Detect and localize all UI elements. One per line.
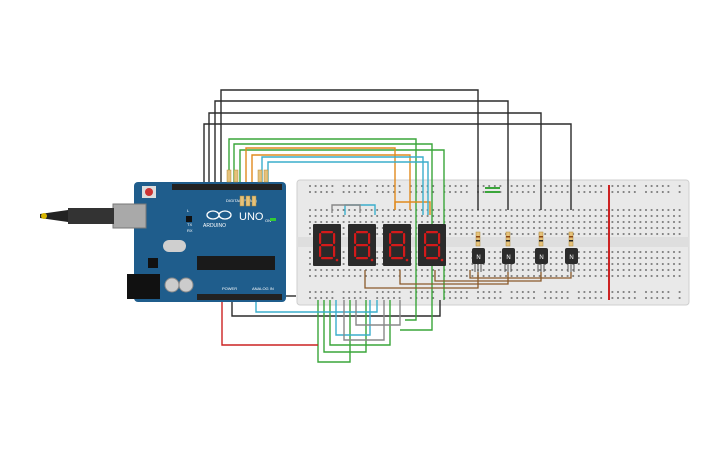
transistor-3[interactable]: N bbox=[535, 231, 548, 272]
tx-label: TX bbox=[187, 222, 192, 227]
analog-label: ANALOG IN bbox=[252, 286, 274, 291]
transistor-4-label: N bbox=[569, 255, 573, 261]
power-label: POWER bbox=[222, 286, 237, 291]
display-3[interactable]: 8 bbox=[383, 224, 411, 274]
transistor-2-label: N bbox=[506, 255, 510, 261]
wires-orange[interactable] bbox=[245, 147, 431, 215]
brand-label: ARDUINO bbox=[203, 223, 226, 229]
display-2[interactable]: 8 bbox=[348, 224, 376, 274]
wires-gray[interactable] bbox=[331, 204, 401, 341]
on-label: ON bbox=[265, 218, 271, 223]
wire-red-power[interactable] bbox=[221, 300, 318, 346]
header-resistors[interactable] bbox=[226, 169, 269, 207]
display-1[interactable]: 8 bbox=[313, 224, 341, 274]
l-label: L bbox=[187, 208, 190, 213]
transistor-3-label: N bbox=[539, 255, 543, 261]
wires-black[interactable] bbox=[203, 89, 572, 317]
wires-brown[interactable] bbox=[364, 270, 572, 289]
rx-label: RX bbox=[187, 228, 193, 233]
transistor-4[interactable]: N bbox=[565, 231, 578, 272]
arduino-uno-board[interactable]: ARDUINO UNO DIGITAL (PWM~) POWER ANALOG … bbox=[40, 182, 286, 302]
display-4[interactable]: 8 bbox=[418, 224, 446, 274]
seven-segment-displays: 8888 bbox=[313, 224, 446, 274]
transistor-1[interactable]: N bbox=[472, 231, 485, 272]
transistor-1-label: N bbox=[476, 255, 480, 261]
board-label: UNO bbox=[239, 211, 264, 223]
transistor-2[interactable]: N bbox=[502, 231, 515, 272]
